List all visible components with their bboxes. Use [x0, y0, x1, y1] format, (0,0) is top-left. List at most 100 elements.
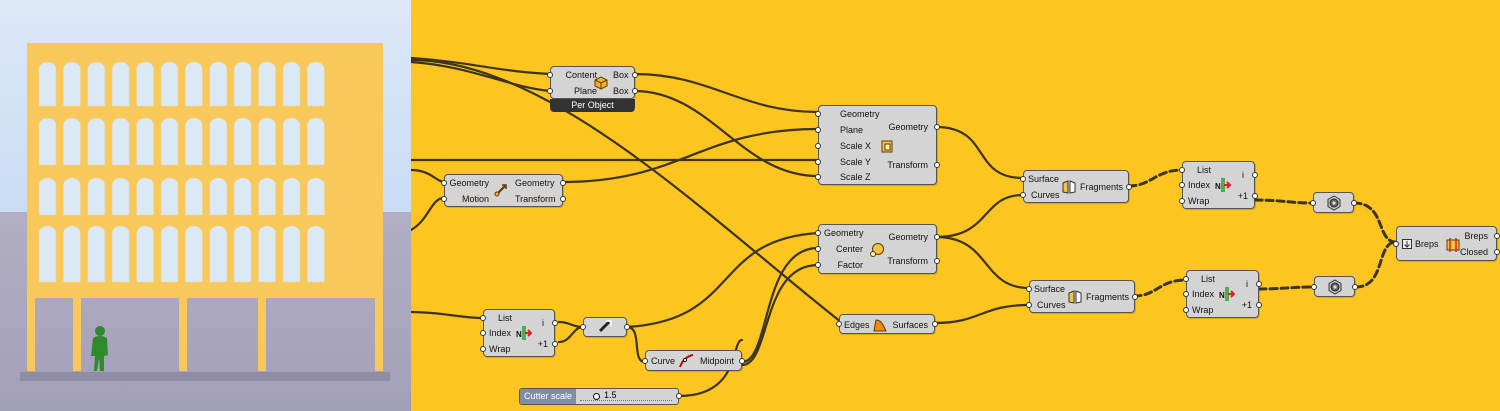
edges-pin-in[interactable] — [836, 321, 842, 327]
join1-pin-out[interactable] — [1351, 200, 1357, 206]
list2-pin-out-2[interactable] — [1252, 193, 1258, 199]
slider-knob[interactable] — [593, 393, 600, 400]
split1-pin-in-1[interactable] — [1020, 176, 1026, 182]
scale-node[interactable]: Geometry Center Factor Geometry Transfor… — [815, 224, 940, 274]
list3-pin-out-1[interactable] — [1256, 281, 1262, 287]
move-node[interactable]: Geometry Motion Geometry Transform — [441, 174, 566, 207]
list-item-icon-3: N — [1219, 287, 1235, 301]
window-pane — [160, 225, 179, 283]
parameter-arrow-icon — [1402, 239, 1412, 249]
scale-pin-out-2[interactable] — [934, 258, 940, 264]
scalenu-pin-in-4[interactable] — [815, 159, 821, 165]
slider-track[interactable] — [580, 393, 672, 401]
curvemid-pin-in[interactable] — [642, 358, 648, 364]
scalenu-pin-in-2[interactable] — [815, 127, 821, 133]
edges-pin-out[interactable] — [932, 321, 938, 327]
list1-pin-in-3[interactable] — [480, 346, 486, 352]
list2-pin-in-3[interactable] — [1179, 198, 1185, 204]
surface-split-node-1[interactable]: Surface Curves Fragments — [1020, 170, 1132, 203]
curvemid-out-midpoint: Midpoint — [699, 356, 734, 366]
box-pin-out-1[interactable] — [632, 72, 638, 78]
box-pin-in-2[interactable] — [547, 88, 553, 94]
amplitude-pin-in[interactable] — [580, 324, 586, 330]
edges-in-edges: Edges — [844, 320, 870, 330]
window-pane — [136, 177, 154, 216]
scalenu-pin-in-3[interactable] — [815, 143, 821, 149]
list2-pin-in-1[interactable] — [1179, 167, 1185, 173]
list1-pin-out-1[interactable] — [552, 320, 558, 326]
window-pane — [136, 61, 154, 107]
window-pane — [160, 117, 179, 166]
join2-pin-in[interactable] — [1311, 284, 1317, 290]
slider-pin-out[interactable] — [676, 393, 682, 399]
box-pin-out-2[interactable] — [632, 88, 638, 94]
scale-pin-in-3[interactable] — [815, 262, 821, 268]
list3-pin-in-3[interactable] — [1183, 307, 1189, 313]
amplitude-node[interactable] — [580, 317, 630, 337]
capholes-in-breps: Breps — [1415, 239, 1439, 249]
list1-out-plus1: +1 — [537, 339, 548, 349]
scalenu-pin-in-5[interactable] — [815, 174, 821, 180]
curvemid-in-curve: Curve — [651, 356, 676, 366]
svg-text:N: N — [1215, 182, 1221, 191]
window-pane — [307, 61, 325, 107]
move-pin-out-1[interactable] — [560, 180, 566, 186]
cutter-scale-slider[interactable]: Cutter scale 1.5 — [519, 388, 682, 405]
surface-split-node-2[interactable]: Surface Curves Fragments — [1026, 280, 1138, 313]
window-pane — [258, 177, 276, 216]
window-pane — [258, 117, 276, 166]
list-item-node-2[interactable]: List Index Wrap i +1 N — [1179, 161, 1258, 209]
window-pane — [307, 117, 325, 166]
window-pane — [307, 225, 325, 283]
split2-pin-in-2[interactable] — [1026, 302, 1032, 308]
list2-in-list: List — [1197, 165, 1212, 175]
scale-pin-out-1[interactable] — [934, 234, 940, 240]
split1-pin-in-2[interactable] — [1020, 192, 1026, 198]
move-pin-in-2[interactable] — [441, 196, 447, 202]
scale-nu-node[interactable]: Geometry Plane Scale X Scale Y Scale Z G… — [815, 105, 940, 185]
list1-pin-in-2[interactable] — [480, 330, 486, 336]
box-out-box: Box — [613, 70, 629, 80]
join2-pin-out[interactable] — [1352, 284, 1358, 290]
scalenu-pin-out-2[interactable] — [934, 162, 940, 168]
box-pin-in-1[interactable] — [547, 72, 553, 78]
curve-middle-node[interactable]: Curve Midpoint — [642, 350, 745, 371]
capholes-pin-out-2[interactable] — [1494, 249, 1500, 255]
split2-pin-out[interactable] — [1132, 294, 1138, 300]
scalenu-pin-in-1[interactable] — [815, 111, 821, 117]
list1-pin-out-2[interactable] — [552, 341, 558, 347]
window-pane — [282, 61, 301, 107]
list2-pin-in-2[interactable] — [1179, 182, 1185, 188]
capholes-pin-in[interactable] — [1393, 241, 1399, 247]
scale-out-geometry: Geometry — [888, 232, 928, 242]
box-node[interactable]: Content Plane Box Box Per Object — [547, 66, 638, 112]
list1-pin-in-1[interactable] — [480, 315, 486, 321]
edge-surface-node[interactable]: Edges Surfaces — [836, 314, 938, 334]
join1-pin-in[interactable] — [1310, 200, 1316, 206]
split1-pin-out[interactable] — [1126, 184, 1132, 190]
amplitude-pin-out[interactable] — [624, 324, 630, 330]
brep-join-node-1[interactable] — [1310, 192, 1357, 213]
move-icon — [494, 184, 507, 197]
list-item-node-1[interactable]: List Index Wrap i +1 N — [480, 309, 558, 357]
capholes-pin-out-1[interactable] — [1494, 233, 1500, 239]
list3-pin-out-2[interactable] — [1256, 302, 1262, 308]
move-pin-in-1[interactable] — [441, 180, 447, 186]
rhino-viewport[interactable] — [0, 0, 411, 411]
list3-pin-in-1[interactable] — [1183, 276, 1189, 282]
scale-pin-in-2[interactable] — [815, 246, 821, 252]
cap-holes-node[interactable]: Breps Breps Closed — [1393, 226, 1500, 261]
scale-pin-in-1[interactable] — [815, 230, 821, 236]
window-pane — [307, 177, 325, 216]
curvemid-pin-out[interactable] — [739, 358, 745, 364]
scalenu-pin-out-1[interactable] — [934, 124, 940, 130]
list2-pin-out-1[interactable] — [1252, 172, 1258, 178]
move-pin-out-2[interactable] — [560, 196, 566, 202]
list-item-node-3[interactable]: List Index Wrap i +1 N — [1183, 270, 1262, 318]
amplitude-icon — [598, 320, 612, 333]
brep-join-node-2[interactable] — [1311, 276, 1358, 297]
grasshopper-canvas[interactable]: Content Plane Box Box Per Object Geometr… — [411, 0, 1500, 411]
split2-pin-in-1[interactable] — [1026, 286, 1032, 292]
list3-pin-in-2[interactable] — [1183, 291, 1189, 297]
curve-middle-icon — [679, 354, 694, 368]
